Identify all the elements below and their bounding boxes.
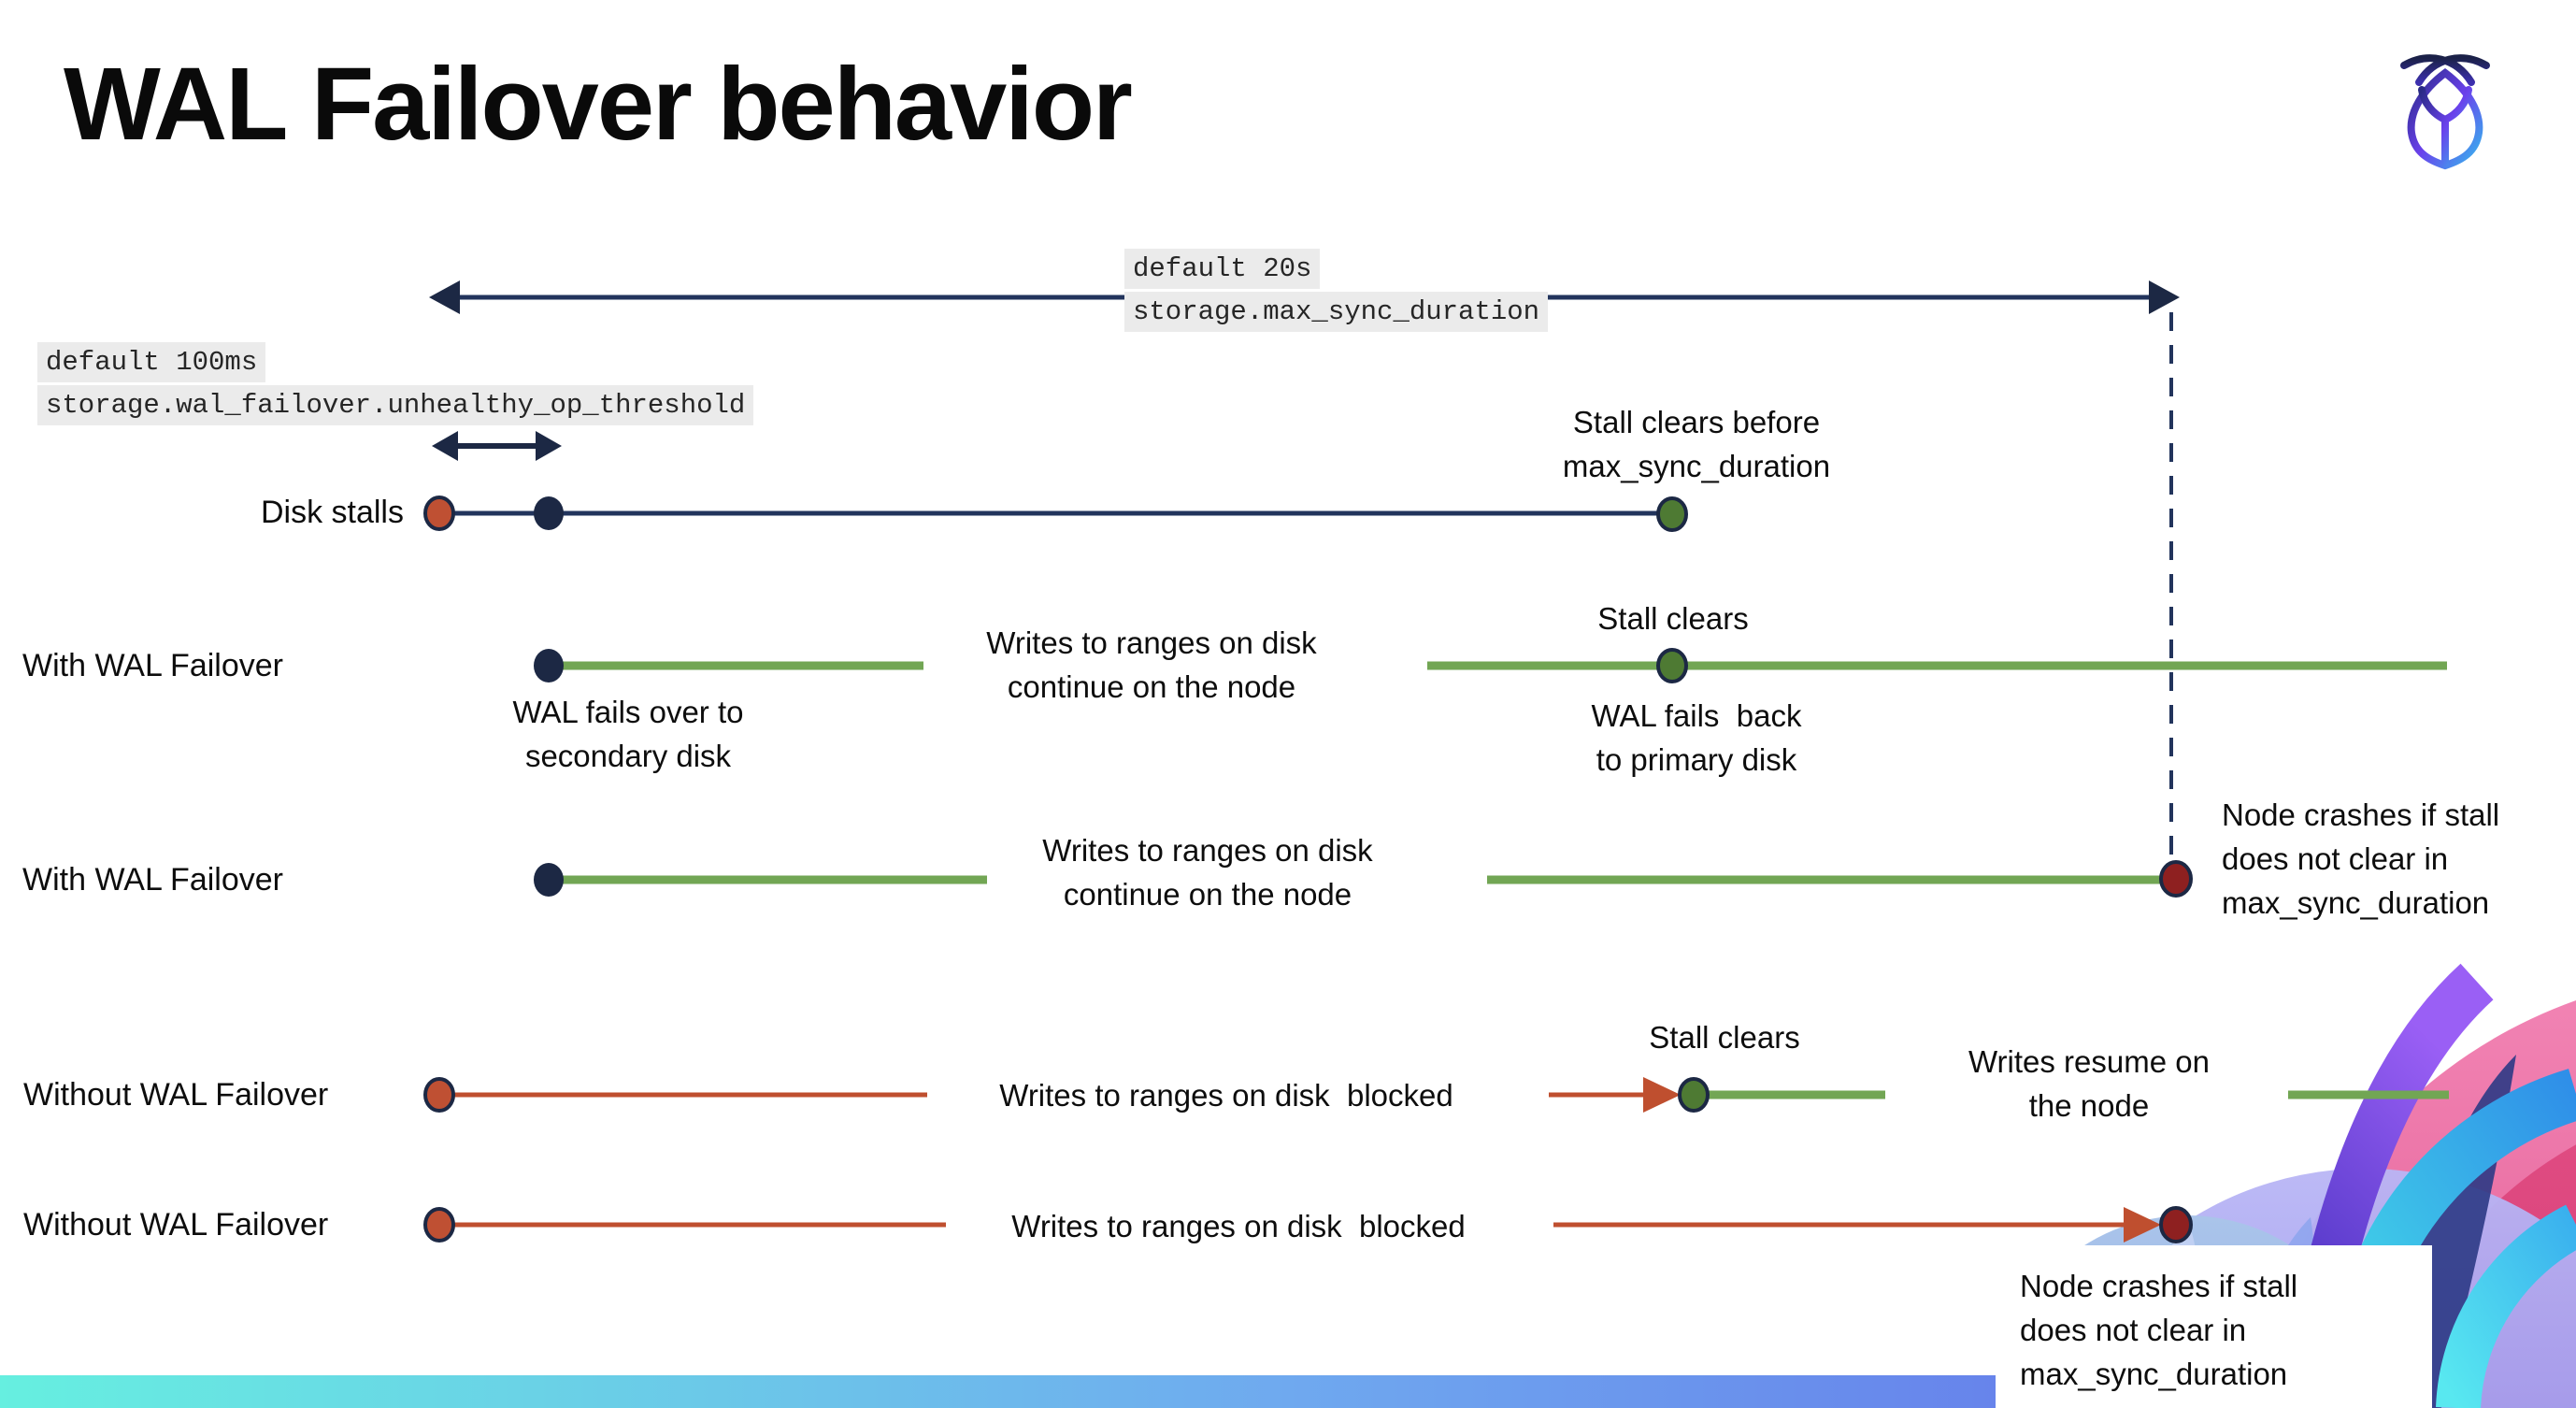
row-label-without-wal-failover-1: Without WAL Failover [23, 1077, 329, 1113]
max-sync-duration-setting-label: storage.max_sync_duration [1124, 292, 1549, 332]
row-label-disk-stalls: Disk stalls [260, 495, 404, 530]
unhealthy-op-threshold-default-label: default 100ms [37, 342, 266, 382]
note-stall-clears-before: Stall clears before max_sync_duration [1562, 405, 1831, 483]
failover-threshold-dot [534, 496, 564, 530]
row-label-with-wal-failover-1: With WAL Failover [22, 648, 283, 683]
page-title: WAL Failover behavior [64, 47, 1133, 162]
stall-clears-dot-row1 [1656, 496, 1688, 532]
note-writes-resume: Writes resume on the node [1968, 1044, 2210, 1123]
note-node-crashes-row3: Node crashes if stall does not clear in … [2222, 797, 2500, 920]
red-arrowhead-row5 [2124, 1207, 2161, 1243]
note-writes-blocked-row4: Writes to ranges on disk blocked [999, 1078, 1453, 1113]
note-wal-fails-back: WAL fails back to primary disk [1591, 698, 1802, 777]
note-node-crashes-row5: Node crashes if stall does not clear in … [2020, 1269, 2298, 1391]
row-label-with-wal-failover-2: With WAL Failover [22, 862, 283, 898]
note-wal-fails-over: WAL fails over to secondary disk [512, 695, 744, 773]
max-sync-duration-default-label: default 20s [1124, 249, 1321, 289]
node-crash-dot-row3 [2159, 860, 2193, 898]
stall-start-dot-row4 [423, 1077, 455, 1113]
stall-start-dot [423, 496, 455, 531]
cockroachdb-logo [2400, 54, 2490, 170]
note-stall-clears-row4: Stall clears [1649, 1020, 1800, 1055]
wal-failover-dot-row2 [534, 649, 564, 682]
red-arrowhead-row4 [1643, 1077, 1681, 1113]
unhealthy-op-threshold-setting-label: storage.wal_failover.unhealthy_op_thresh… [37, 385, 754, 425]
stall-clears-dot-row2 [1656, 648, 1688, 683]
note-writes-continue-row2: Writes to ranges on disk continue on the… [986, 625, 1317, 704]
note-writes-blocked-row5: Writes to ranges on disk blocked [1011, 1209, 1466, 1243]
arrowhead-right-icon [2149, 280, 2180, 314]
stall-clears-dot-row4 [1678, 1077, 1710, 1113]
note-stall-clears-row2: Stall clears [1597, 601, 1749, 636]
wal-failover-dot-row3 [534, 863, 564, 897]
note-writes-continue-row3: Writes to ranges on disk continue on the… [1042, 833, 1373, 912]
timeline-lines [423, 280, 2449, 1243]
stall-start-dot-row5 [423, 1207, 455, 1243]
node-crash-dot-row5 [2159, 1206, 2193, 1243]
arrowhead-left-icon [429, 280, 460, 314]
node-crashes-note-box: Node crashes if stall does not clear in … [1996, 1245, 2432, 1408]
row-label-without-wal-failover-2: Without WAL Failover [23, 1207, 329, 1243]
